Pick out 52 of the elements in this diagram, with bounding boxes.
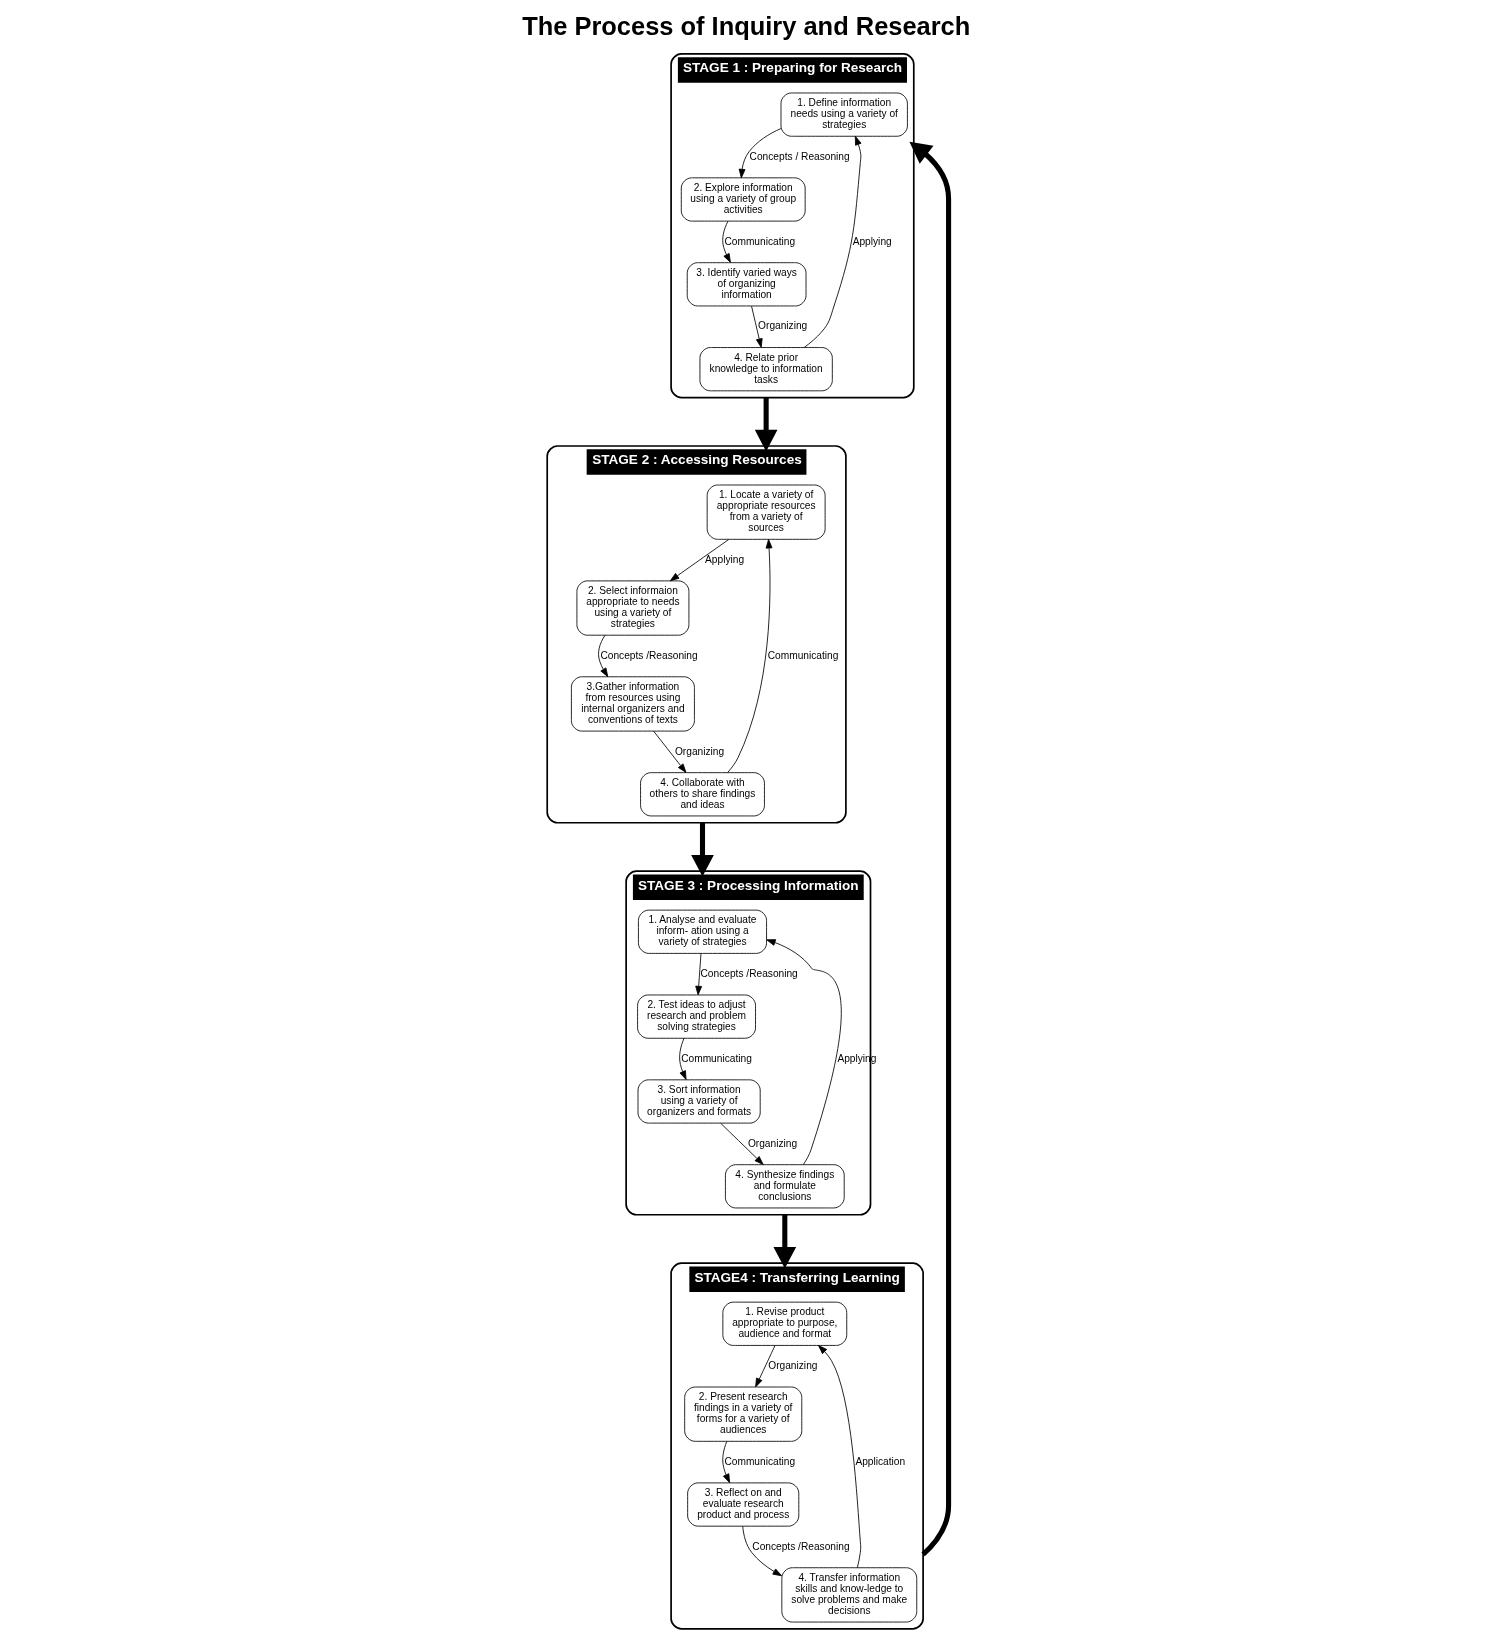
edge-label: Application (855, 1455, 906, 1467)
arrow (598, 634, 609, 678)
node-box: 2. Test ideas to adjust research and problem solving strategies (637, 994, 756, 1039)
edge-label: Organizing (768, 1359, 818, 1371)
arrow (909, 141, 952, 1557)
arrow (751, 305, 763, 348)
edge-label: Concepts /Reasoning (600, 649, 698, 661)
arrow (742, 1525, 782, 1577)
arrow (803, 135, 862, 348)
node-box: 1. Revise product appropriate to purpose, audience and format (722, 1301, 848, 1346)
node-box: 1. Analyse and evaluate inform- ation using a variety of strategies (638, 909, 767, 954)
arrow (653, 730, 687, 773)
arrow (720, 1122, 764, 1165)
node-box: 1. Define information needs using a variety of strategies (780, 92, 908, 137)
arrow (669, 539, 730, 582)
diagram-title: The Process of Inquiry and Research (522, 12, 971, 41)
node-box: 2. Select informaion appropriate to needs using a variety of strategies (576, 580, 690, 636)
edge-label: Concepts / Reasoning (749, 150, 850, 162)
node-box: 3. Identify varied ways of organizing information (686, 262, 807, 307)
node-box: 3. Reflect on and evaluate research product and process (687, 1482, 800, 1527)
arrow (691, 822, 714, 877)
edge-label: Organizing (747, 1137, 798, 1149)
node-box: 2. Explore information using a variety of group activities (680, 177, 806, 222)
arrow (722, 1441, 731, 1484)
edge-label: Applying (852, 235, 892, 247)
node-box: 4. Relate prior knowledge to information tasks (699, 347, 833, 392)
node-box: 1. Locate a variety of appropriate resources from a variety of sources (706, 484, 826, 540)
node-box: 2. Present research findings in a variety of forms for a variety of audiences (684, 1386, 803, 1442)
edge-label: Communicating (767, 649, 839, 661)
node-box: 3.Gather information from resources using internal organizers and conventions of texts (570, 676, 695, 732)
edge-label: Communicating (681, 1052, 752, 1064)
edge-label: Applying (705, 553, 745, 565)
node-box: 4. Collaborate with others to share findings and ideas (640, 772, 765, 817)
arrow (766, 939, 842, 1165)
edge-label: Communicating (724, 1455, 796, 1467)
arrow (695, 953, 703, 996)
edge-label: Communicating (724, 235, 796, 247)
node-box: 4. Synthesize findings and formulate conclusions (725, 1164, 845, 1209)
arrow (773, 1214, 797, 1269)
edge-label: Concepts /Reasoning (752, 1540, 850, 1552)
edge-label: Concepts /Reasoning (700, 967, 798, 979)
arrow (727, 539, 773, 773)
arrow (818, 1345, 862, 1569)
arrow (738, 128, 782, 179)
arrow (754, 397, 778, 452)
arrow (722, 220, 731, 263)
node-box: 4. Transfer information skills and know-ledge to solve problems and make decisions (781, 1567, 918, 1623)
arrow (755, 1345, 776, 1388)
edge-label: Organizing (674, 745, 725, 757)
arrow (679, 1037, 687, 1080)
edge-label: Organizing (758, 320, 808, 332)
node-box: 3. Sort information using a variety of organizers and formats (637, 1079, 761, 1124)
